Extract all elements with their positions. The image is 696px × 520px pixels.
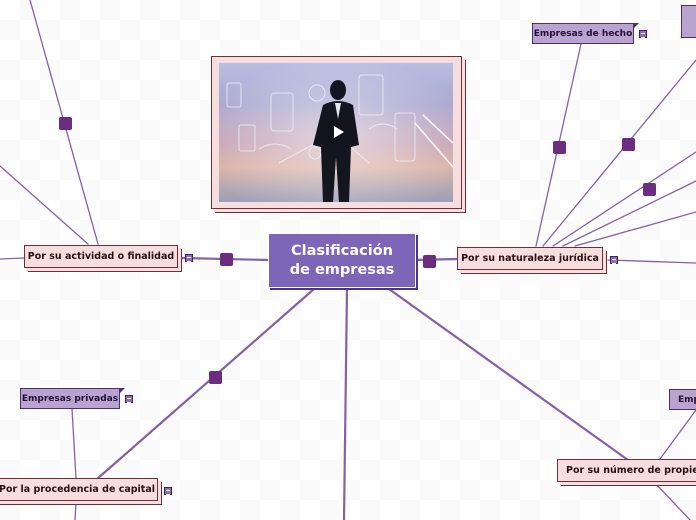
link-central-propietarios xyxy=(387,287,630,462)
tag-top-right-partial[interactable] xyxy=(681,5,696,38)
collapse-handle-naturaleza-mid[interactable] xyxy=(643,183,656,196)
collapse-handle-capital[interactable] xyxy=(209,371,222,384)
collapse-handle-actividad-up[interactable] xyxy=(59,117,72,130)
link-propietarios-down xyxy=(655,483,691,520)
link-naturaleza-mid xyxy=(552,151,696,247)
collapse-handle-naturaleza-up[interactable] xyxy=(622,138,635,151)
link-central-down xyxy=(342,287,349,520)
central-topic[interactable]: Clasificación de empresas xyxy=(268,233,416,288)
link-naturaleza-mid2 xyxy=(562,180,696,247)
link-central-capital xyxy=(95,287,316,481)
note-icon[interactable] xyxy=(125,395,133,403)
tag-emp-partial-label: Emp xyxy=(678,394,696,405)
note-icon[interactable] xyxy=(610,256,618,264)
node-propietarios[interactable]: Por su número de propieta xyxy=(557,459,696,482)
central-topic-line2: de empresas xyxy=(289,261,395,278)
collapse-handle-hecho[interactable] xyxy=(553,141,566,154)
note-icon[interactable] xyxy=(639,30,647,38)
tag-empresas-privadas-label: Empresas privadas xyxy=(21,393,119,404)
link-naturaleza-right xyxy=(607,259,696,264)
tag-emp-partial[interactable]: Emp xyxy=(669,389,696,410)
link-actividad-left xyxy=(0,257,25,260)
node-actividad[interactable]: Por su actividad o finalidad xyxy=(24,245,178,268)
tag-empresas-privadas[interactable]: Empresas privadas xyxy=(20,388,125,409)
node-propietarios-label: Por su número de propieta xyxy=(566,465,696,476)
link-naturaleza-low xyxy=(574,211,696,247)
video-frame xyxy=(211,56,462,209)
video-thumbnail[interactable] xyxy=(219,63,453,202)
collapse-handle-actividad[interactable] xyxy=(220,253,233,266)
link-capital-down xyxy=(74,502,77,520)
collapse-handle-naturaleza[interactable] xyxy=(423,255,436,268)
note-icon[interactable] xyxy=(185,254,193,262)
node-naturaleza-label: Por su naturaleza jurídica xyxy=(461,253,599,264)
tag-empresas-hecho-label: Empresas de hecho xyxy=(533,28,633,39)
play-icon[interactable] xyxy=(321,119,355,145)
node-capital-label: Por la procedencia de capital xyxy=(0,484,155,495)
note-icon[interactable] xyxy=(164,487,172,495)
link-capital-privadas xyxy=(71,408,77,479)
link-actividad-up2 xyxy=(0,165,89,245)
node-capital[interactable]: Por la procedencia de capital xyxy=(0,478,158,501)
link-naturaleza-up xyxy=(542,59,696,247)
node-naturaleza[interactable]: Por su naturaleza jurídica xyxy=(457,247,603,270)
link-propietarios-emp xyxy=(659,409,696,460)
tag-empresas-hecho[interactable]: Empresas de hecho xyxy=(532,23,639,44)
node-actividad-label: Por su actividad o finalidad xyxy=(27,251,175,262)
central-topic-line1: Clasificación xyxy=(291,242,393,259)
